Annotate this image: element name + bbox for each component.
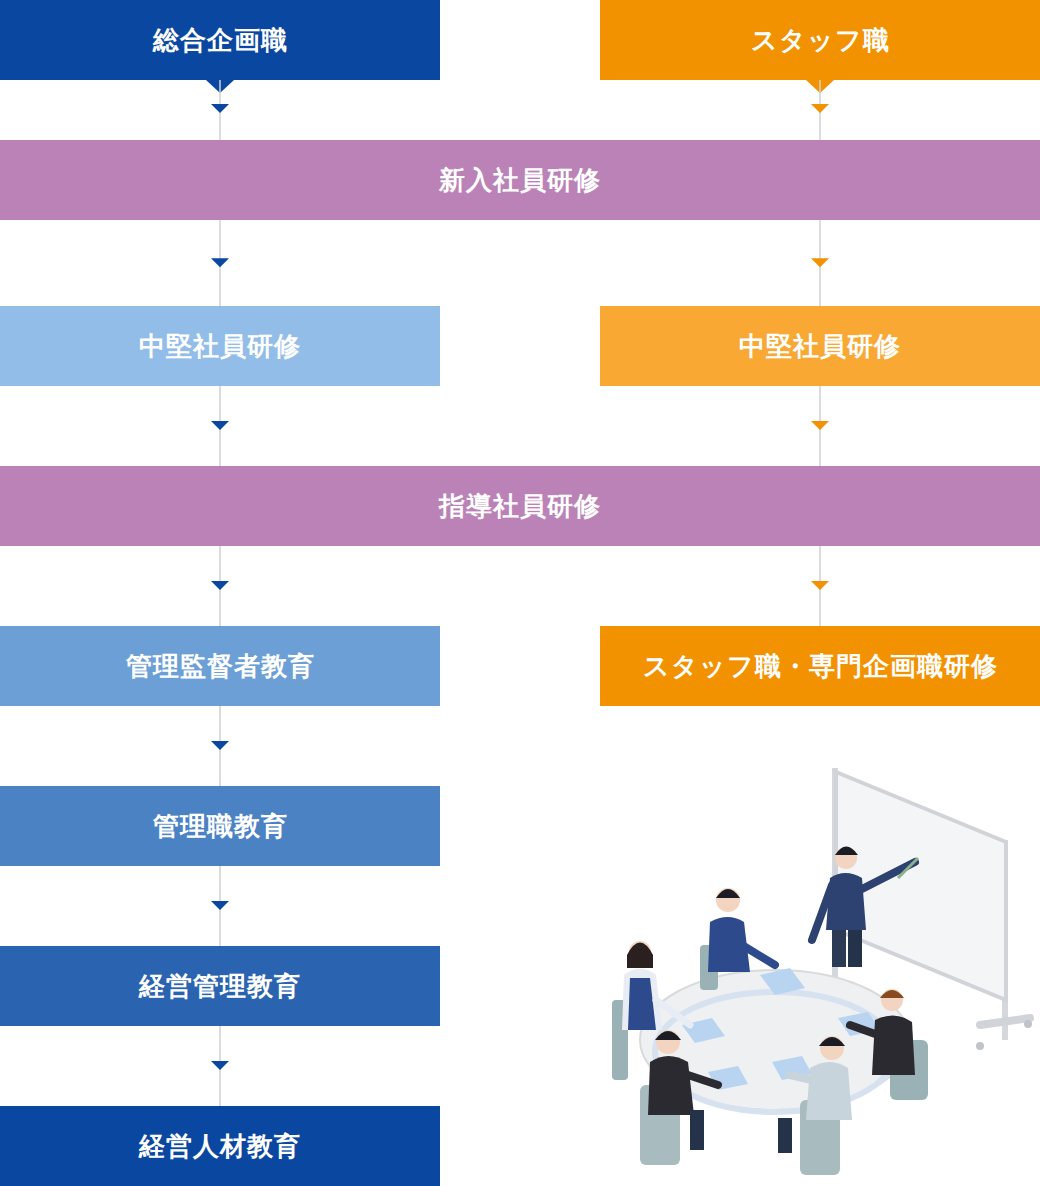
flow-connector (211, 866, 229, 946)
flow-connector (211, 706, 229, 786)
process-box: 新入社員研修 (0, 140, 1040, 220)
process-box: 経営管理教育 (0, 946, 440, 1026)
flow-connector (211, 386, 229, 466)
flow-connector (211, 546, 229, 626)
flow-connector (211, 80, 229, 140)
flow-connector (211, 220, 229, 306)
flow-connector (811, 546, 829, 626)
process-box: 経営人材教育 (0, 1106, 440, 1186)
box-label: 中堅社員研修 (739, 329, 901, 364)
box-label: 管理職教育 (153, 809, 288, 844)
box-label: 経営人材教育 (139, 1129, 301, 1164)
box-label: 中堅社員研修 (139, 329, 301, 364)
flow-connector (211, 1026, 229, 1106)
process-box: 管理職教育 (0, 786, 440, 866)
box-label: 指導社員研修 (439, 489, 601, 524)
flow-connector (811, 80, 829, 140)
box-label: スタッフ職 (751, 23, 890, 58)
process-box: 指導社員研修 (0, 466, 1040, 546)
box-label: スタッフ職・専門企画職研修 (643, 649, 998, 684)
process-box: 中堅社員研修 (600, 306, 1040, 386)
flow-connector (811, 386, 829, 466)
process-box: スタッフ職 (600, 0, 1040, 80)
box-label: 経営管理教育 (139, 969, 301, 1004)
process-box: スタッフ職・専門企画職研修 (600, 626, 1040, 706)
process-box: 中堅社員研修 (0, 306, 440, 386)
box-label: 総合企画職 (153, 23, 288, 58)
process-box: 総合企画職 (0, 0, 440, 80)
flow-connector (811, 220, 829, 306)
box-label: 新入社員研修 (439, 163, 601, 198)
box-label: 管理監督者教育 (126, 649, 315, 684)
process-box: 管理監督者教育 (0, 626, 440, 706)
